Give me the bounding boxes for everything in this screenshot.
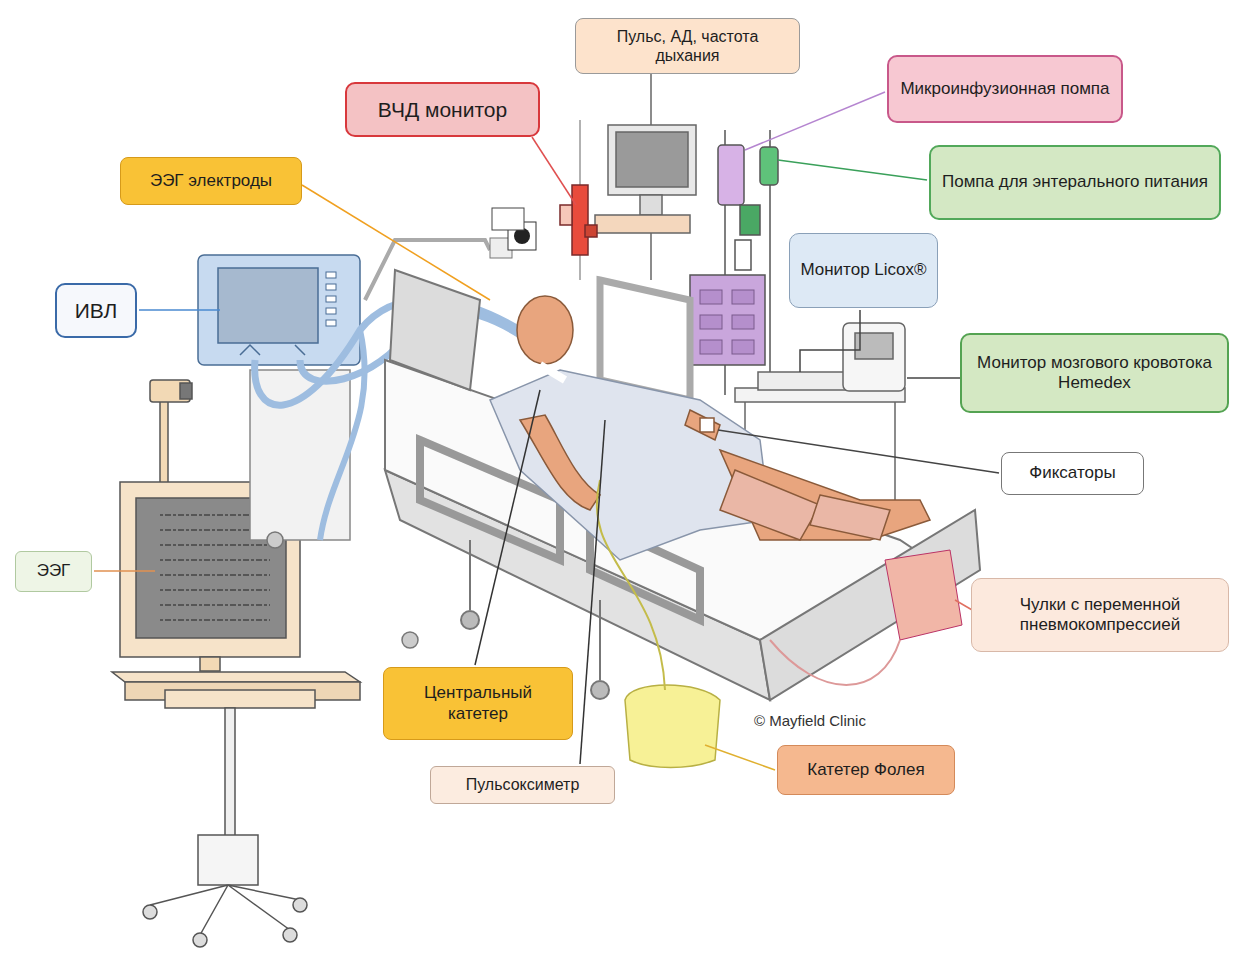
vitals-monitor [595,62,696,280]
bed [385,270,980,700]
callout-box: Помпа для энтерального питания [929,145,1221,220]
callout-text: ИВЛ [75,298,118,323]
callout-box: ЭЭГ [15,551,92,592]
callout-text: Центральный катетер [392,683,564,724]
callout-text: Монитор мозгового кровотока Hemedex [970,353,1219,394]
callout-text: Катетер Фолея [807,760,924,780]
pumps [690,130,778,395]
callout-text: ЭЭГ [37,561,71,581]
callout-box: Чулки с переменной пневмокомпрессией [971,578,1229,652]
callout-text: Пульсоксиметр [466,775,580,794]
callout-text: Монитор Licox® [800,260,926,280]
callout-text: Фиксаторы [1029,463,1115,483]
callout-text: Микроинфузионная помпа [900,79,1109,99]
callout-box: Пульс, АД, частота дыхания [575,18,800,74]
callout-box: Фиксаторы [1001,452,1144,495]
callout-box: Монитор Licox® [789,233,938,308]
callout-box: ВЧД монитор [345,82,540,137]
copyright-note: © Mayfield Clinic [752,712,868,729]
callout-text: Пульс, АД, частота дыхания [584,27,791,65]
icp-device [560,120,597,280]
callout-box: Центральный катетер [383,667,573,740]
callout-text: ЭЭГ электроды [150,171,272,191]
callout-box: Пульсоксиметр [430,766,615,804]
callout-text: Чулки с переменной пневмокомпрессией [980,595,1220,636]
callout-text: ВЧД монитор [378,97,507,122]
callout-text: Помпа для энтерального питания [942,172,1208,192]
callout-box: ИВЛ [55,283,137,338]
leader-lines [94,92,999,770]
callout-box: Монитор мозгового кровотока Hemedex [960,333,1229,413]
patient [490,296,930,560]
callout-box: Катетер Фолея [777,745,955,795]
callout-box: Микроинфузионная помпа [887,55,1123,123]
callout-box: ЭЭГ электроды [120,157,302,205]
